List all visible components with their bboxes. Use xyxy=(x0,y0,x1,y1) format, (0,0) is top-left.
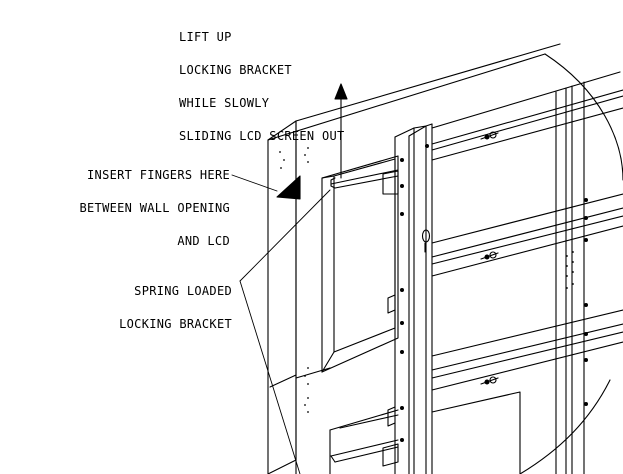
callout-lift-line-4: SLIDING LCD SCREEN OUT xyxy=(179,129,345,143)
locking-bracket-rods xyxy=(330,169,399,467)
finger-gap-marker xyxy=(276,175,301,200)
callout-insert-line-2: BETWEEN WALL OPENING xyxy=(79,201,230,215)
callout-spring-loaded: SPRING LOADED LOCKING BRACKET xyxy=(60,264,232,352)
detail-circle xyxy=(544,53,623,181)
callout-lift-line-1: LIFT UP xyxy=(179,30,232,44)
callout-spring-line-2: LOCKING BRACKET xyxy=(119,317,232,331)
callout-insert-line-3: AND LCD xyxy=(177,234,230,248)
wall-opening xyxy=(321,155,399,474)
callout-insert-fingers: INSERT FINGERS HERE BETWEEN WALL OPENING… xyxy=(4,148,230,269)
leader-lines xyxy=(231,174,331,474)
callout-insert-line-1: INSERT FINGERS HERE xyxy=(87,168,230,182)
callout-spring-line-1: SPRING LOADED xyxy=(134,284,232,298)
lift-arrow xyxy=(334,83,348,179)
callout-lift-line-2: LOCKING BRACKET xyxy=(179,63,292,77)
mounting-rail xyxy=(387,123,433,474)
mount-plates xyxy=(431,71,623,474)
callout-lift-up: LIFT UP LOCKING BRACKET WHILE SLOWLY SLI… xyxy=(179,10,345,164)
callout-lift-line-3: WHILE SLOWLY xyxy=(179,96,270,110)
